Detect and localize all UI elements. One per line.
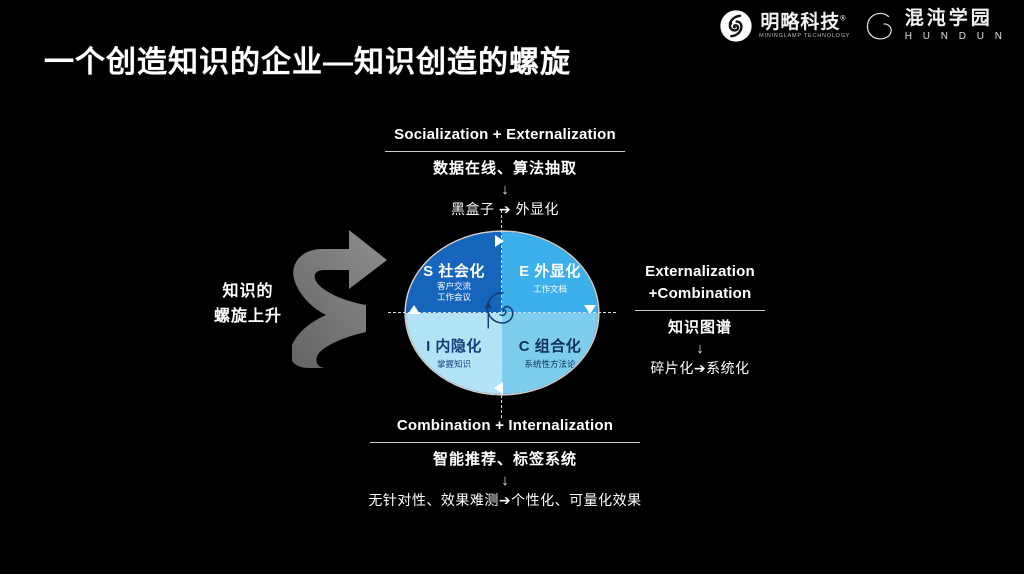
right-caption-divider (635, 309, 765, 311)
quadrant-externalization-label: E 外显化 (519, 263, 581, 280)
right-caption-zh-main: 知识图谱 (667, 318, 732, 336)
right-caption-english-1: Externalization (645, 263, 755, 280)
curved-spiral-arrow-icon (292, 230, 389, 368)
left-spiral-caption: 知识的 螺旋上升 (188, 280, 308, 330)
bottom-caption-divider (370, 441, 640, 443)
quadrant-socialization[interactable]: S 社会化 客户交流 工作会议 (406, 232, 502, 313)
top-caption-english: Socialization + Externalization (394, 126, 616, 143)
top-quadrant-caption: Socialization + Externalization 数据在线、算法抽… (380, 124, 630, 218)
right-caption-english-2: +Combination (648, 284, 752, 302)
mininglamp-logo-zh: 明略科技® (760, 11, 847, 33)
quadrant-internalization-sub: 掌握知识 (436, 359, 471, 369)
mininglamp-logo-en: MININGLAMP TECHNOLOGY (759, 32, 851, 39)
bottom-caption-arrow-icon: ↓ (501, 471, 509, 489)
seci-circle: S 社会化 客户交流 工作会议 E 外显化 工作文档 I 内隐化 掌握知识 C … (388, 210, 616, 418)
hundun-logo-text: 混沌学园 H U N D U N (904, 8, 1006, 43)
right-caption-zh-sub: 碎片化➔系统化 (650, 360, 750, 376)
bottom-caption-zh-main: 智能推荐、标签系统 (432, 450, 577, 468)
bottom-caption-english: Combination + Internalization (396, 417, 614, 434)
seci-circle-body: S 社会化 客户交流 工作会议 E 外显化 工作文档 I 内隐化 掌握知识 C … (406, 232, 598, 394)
quadrant-combination[interactable]: C 组合化 系统性方法论 (502, 313, 598, 394)
right-quadrant-caption: Externalization +Combination 知识图谱 ↓ 碎片化➔… (624, 261, 776, 377)
registered-mark: ® (840, 15, 847, 23)
right-caption-arrow-icon: ↓ (696, 339, 704, 357)
quadrant-socialization-sub-1: 客户交流 (436, 281, 471, 291)
horizontal-dashed-axis (388, 312, 616, 313)
marker-right-down-icon (584, 305, 596, 314)
quadrant-externalization-sub: 工作文档 (532, 284, 567, 294)
logo-bar: 明略科技® MININGLAMP TECHNOLOGY 混沌学园 H U N D… (719, 8, 1006, 43)
top-caption-zh-main: 数据在线、算法抽取 (432, 159, 577, 177)
mininglamp-logo: 明略科技® MININGLAMP TECHNOLOGY (719, 9, 851, 43)
bottom-caption-zh-sub: 无针对性、效果难测➔个性化、可量化效果 (368, 492, 642, 509)
mininglamp-logo-text: 明略科技® MININGLAMP TECHNOLOGY (759, 11, 851, 40)
quadrant-externalization[interactable]: E 外显化 工作文档 (502, 232, 598, 313)
left-caption-line-1: 知识的 (222, 283, 274, 300)
quadrant-internalization[interactable]: I 内隐化 掌握知识 (406, 313, 502, 394)
mininglamp-swirl-logo-icon (720, 10, 753, 42)
quadrant-socialization-sub: 客户交流 工作会议 (406, 281, 502, 302)
hundun-logo-en: H U N D U N (904, 30, 1006, 42)
marker-bottom-left-icon (494, 382, 503, 394)
top-caption-zh-sub: 黑盒子 ➔ 外显化 (450, 201, 559, 218)
quadrant-socialization-sub-2: 工作会议 (436, 291, 471, 302)
quadrant-combination-sub: 系统性方法论 (524, 359, 576, 369)
marker-left-up-icon (408, 305, 420, 314)
hundun-logo-zh: 混沌学园 (904, 8, 993, 30)
quadrant-socialization-label: S 社会化 (423, 263, 485, 280)
page-title: 一个创造知识的企业—知识创造的螺旋 (44, 46, 571, 79)
top-caption-arrow-icon: ↓ (501, 180, 509, 198)
left-caption-line-2: 螺旋上升 (213, 307, 282, 325)
quadrant-combination-label: C 组合化 (518, 338, 582, 355)
marker-top-right-icon (495, 235, 504, 247)
quadrant-internalization-label: I 内隐化 (426, 338, 482, 355)
hundun-logo: 混沌学园 H U N D U N (864, 8, 1006, 43)
hundun-circle-logo-icon (866, 12, 892, 40)
bottom-quadrant-caption: Combination + Internalization 智能推荐、标签系统 … (340, 415, 670, 509)
top-caption-divider (385, 150, 625, 152)
